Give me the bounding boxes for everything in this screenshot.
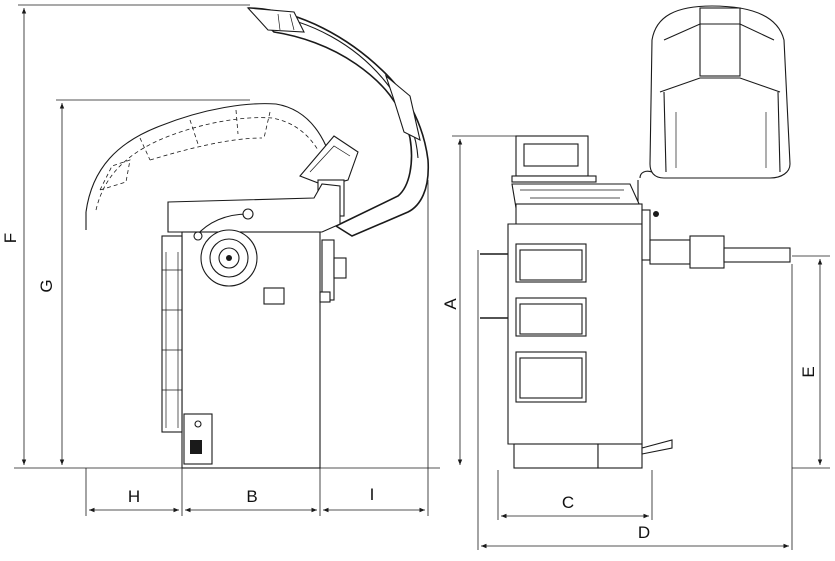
front-guard bbox=[637, 5, 791, 214]
label-D: D bbox=[638, 523, 650, 542]
front-display bbox=[511, 135, 597, 183]
side-cabinet bbox=[161, 183, 347, 469]
label-F: F bbox=[1, 233, 20, 243]
label-H: H bbox=[128, 487, 140, 506]
side-view-machine bbox=[14, 7, 440, 469]
front-cabinet bbox=[480, 223, 643, 469]
front-view-machine bbox=[480, 5, 791, 469]
dimensions: F G A E H B I C D bbox=[1, 4, 830, 550]
label-G: G bbox=[37, 279, 56, 292]
label-C: C bbox=[562, 493, 574, 512]
label-A: A bbox=[441, 298, 460, 310]
label-I: I bbox=[370, 485, 375, 504]
front-shaft bbox=[641, 209, 791, 269]
label-B: B bbox=[246, 487, 257, 506]
lowered-guard-outline bbox=[85, 103, 327, 230]
raised-guard bbox=[246, 7, 430, 237]
label-E: E bbox=[799, 366, 818, 377]
